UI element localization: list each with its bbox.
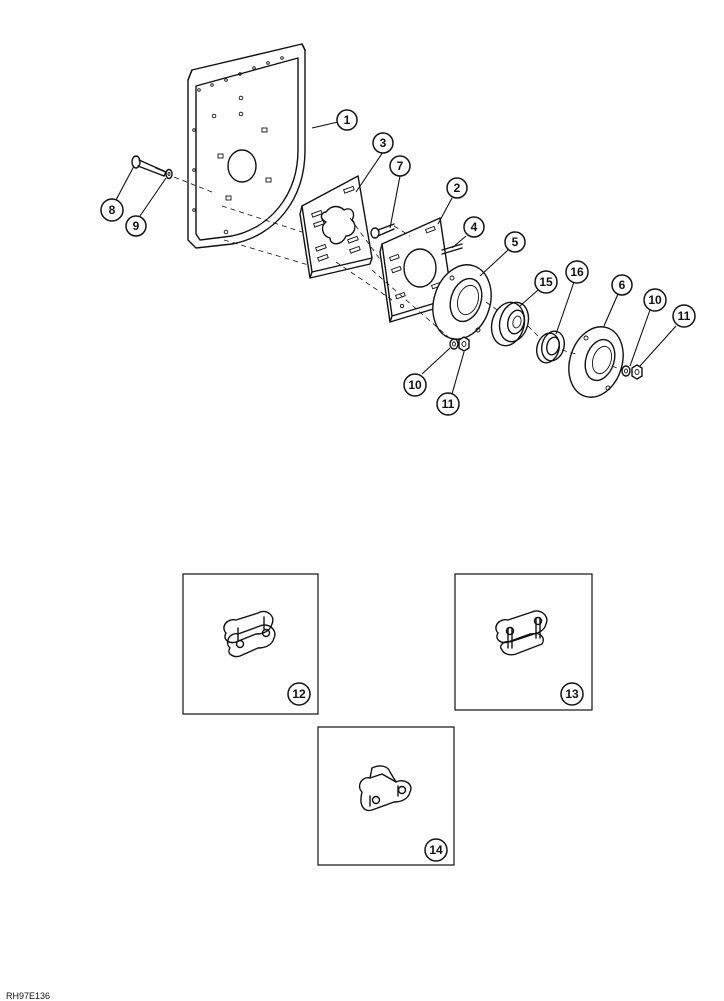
part-7-bolt — [370, 223, 395, 239]
part-10-lock-washer-left — [449, 338, 459, 350]
part-8-carriage-bolt — [131, 155, 167, 177]
part-9-flat-washer — [165, 168, 173, 180]
callout-15: 15 — [534, 270, 558, 294]
part-6-outer-flangette — [568, 326, 624, 398]
part-10-lock-washer-right — [621, 365, 631, 377]
svg-text:5: 5 — [512, 235, 519, 249]
svg-text:1: 1 — [344, 113, 351, 127]
svg-text:9: 9 — [133, 219, 140, 233]
alignment-line — [173, 176, 213, 193]
connecting-link-illustration — [223, 610, 276, 658]
svg-text:2: 2 — [454, 181, 461, 195]
assembly-alignment-lines — [221, 205, 623, 371]
callout-11-right: 11 — [672, 304, 696, 328]
svg-text:11: 11 — [678, 309, 691, 323]
svg-text:12: 12 — [292, 687, 306, 701]
svg-text:3: 3 — [380, 136, 387, 150]
svg-text:4: 4 — [471, 220, 478, 234]
callout-10-left: 10 — [403, 373, 427, 397]
callout-2: 2 — [446, 177, 468, 199]
svg-text:10: 10 — [408, 378, 422, 392]
callout-leader-lines — [115, 121, 677, 395]
callout-10-right: 10 — [643, 288, 667, 312]
callout-3: 3 — [372, 132, 394, 154]
part-5-flangette — [432, 264, 492, 340]
callout-7: 7 — [389, 155, 411, 177]
part-11-hex-nut-left — [458, 336, 470, 352]
callout-5: 5 — [504, 231, 526, 253]
callout-8: 8 — [100, 198, 124, 222]
callout-14: 14 — [424, 838, 448, 862]
callout-13: 13 — [560, 682, 584, 706]
connecting-link-illustration — [495, 610, 548, 656]
part-3-mounting-plate — [299, 175, 373, 279]
svg-text:8: 8 — [109, 203, 116, 217]
callout-9: 9 — [125, 215, 147, 237]
svg-text:13: 13 — [565, 687, 579, 701]
part-15-bearing — [490, 301, 530, 347]
svg-text:10: 10 — [648, 293, 662, 307]
figure-reference-code: RH97E136 — [6, 991, 51, 1001]
box-13-connecting-link: 13 — [454, 573, 593, 711]
svg-text:6: 6 — [619, 278, 626, 292]
svg-text:15: 15 — [539, 275, 553, 289]
part-1-shield-housing — [187, 43, 306, 249]
svg-text:7: 7 — [397, 159, 404, 173]
part-16-locking-collar — [535, 330, 566, 364]
callout-4: 4 — [463, 216, 485, 238]
svg-text:11: 11 — [442, 397, 455, 411]
part-11-hex-nut-right — [631, 364, 643, 380]
callout-12: 12 — [287, 682, 311, 706]
callout-6: 6 — [611, 274, 633, 296]
svg-text:16: 16 — [570, 265, 584, 279]
callout-11-left: 11 — [436, 392, 460, 416]
part-4-stud — [441, 243, 463, 255]
callout-1: 1 — [336, 109, 358, 131]
box-14-offset-link: 14 — [317, 726, 455, 866]
callout-16: 16 — [565, 260, 589, 284]
box-12-connecting-link: 12 — [182, 573, 319, 715]
offset-link-illustration — [358, 765, 412, 812]
svg-text:14: 14 — [429, 843, 443, 857]
